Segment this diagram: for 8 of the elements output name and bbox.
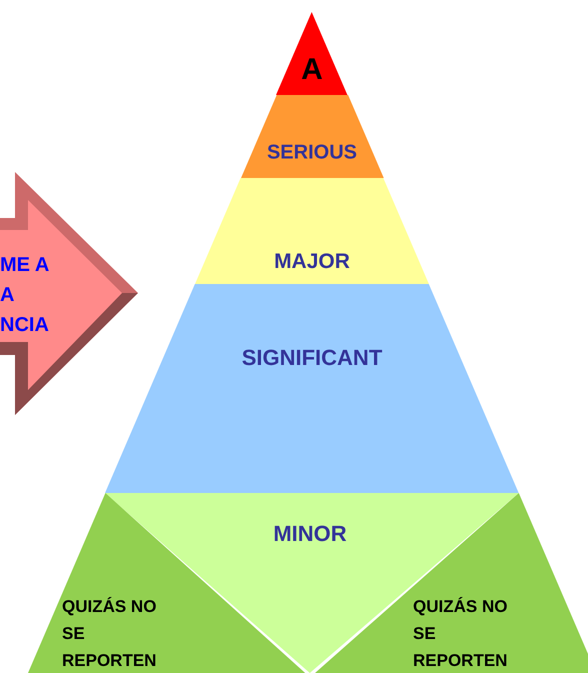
- tier-label: QUIZÁS NO SE REPORTEN: [413, 596, 508, 672]
- tier-label: MAJOR: [274, 250, 350, 274]
- tier-label: MINOR: [273, 521, 347, 547]
- tier-label: A: [301, 53, 323, 87]
- tier-label: ME A A NCIA: [0, 253, 50, 338]
- tier-label: QUIZÁS NO SE REPORTEN: [62, 596, 158, 672]
- tier-label: SERIOUS: [266, 142, 357, 164]
- tier-label: SIGNIFICANT: [242, 345, 382, 371]
